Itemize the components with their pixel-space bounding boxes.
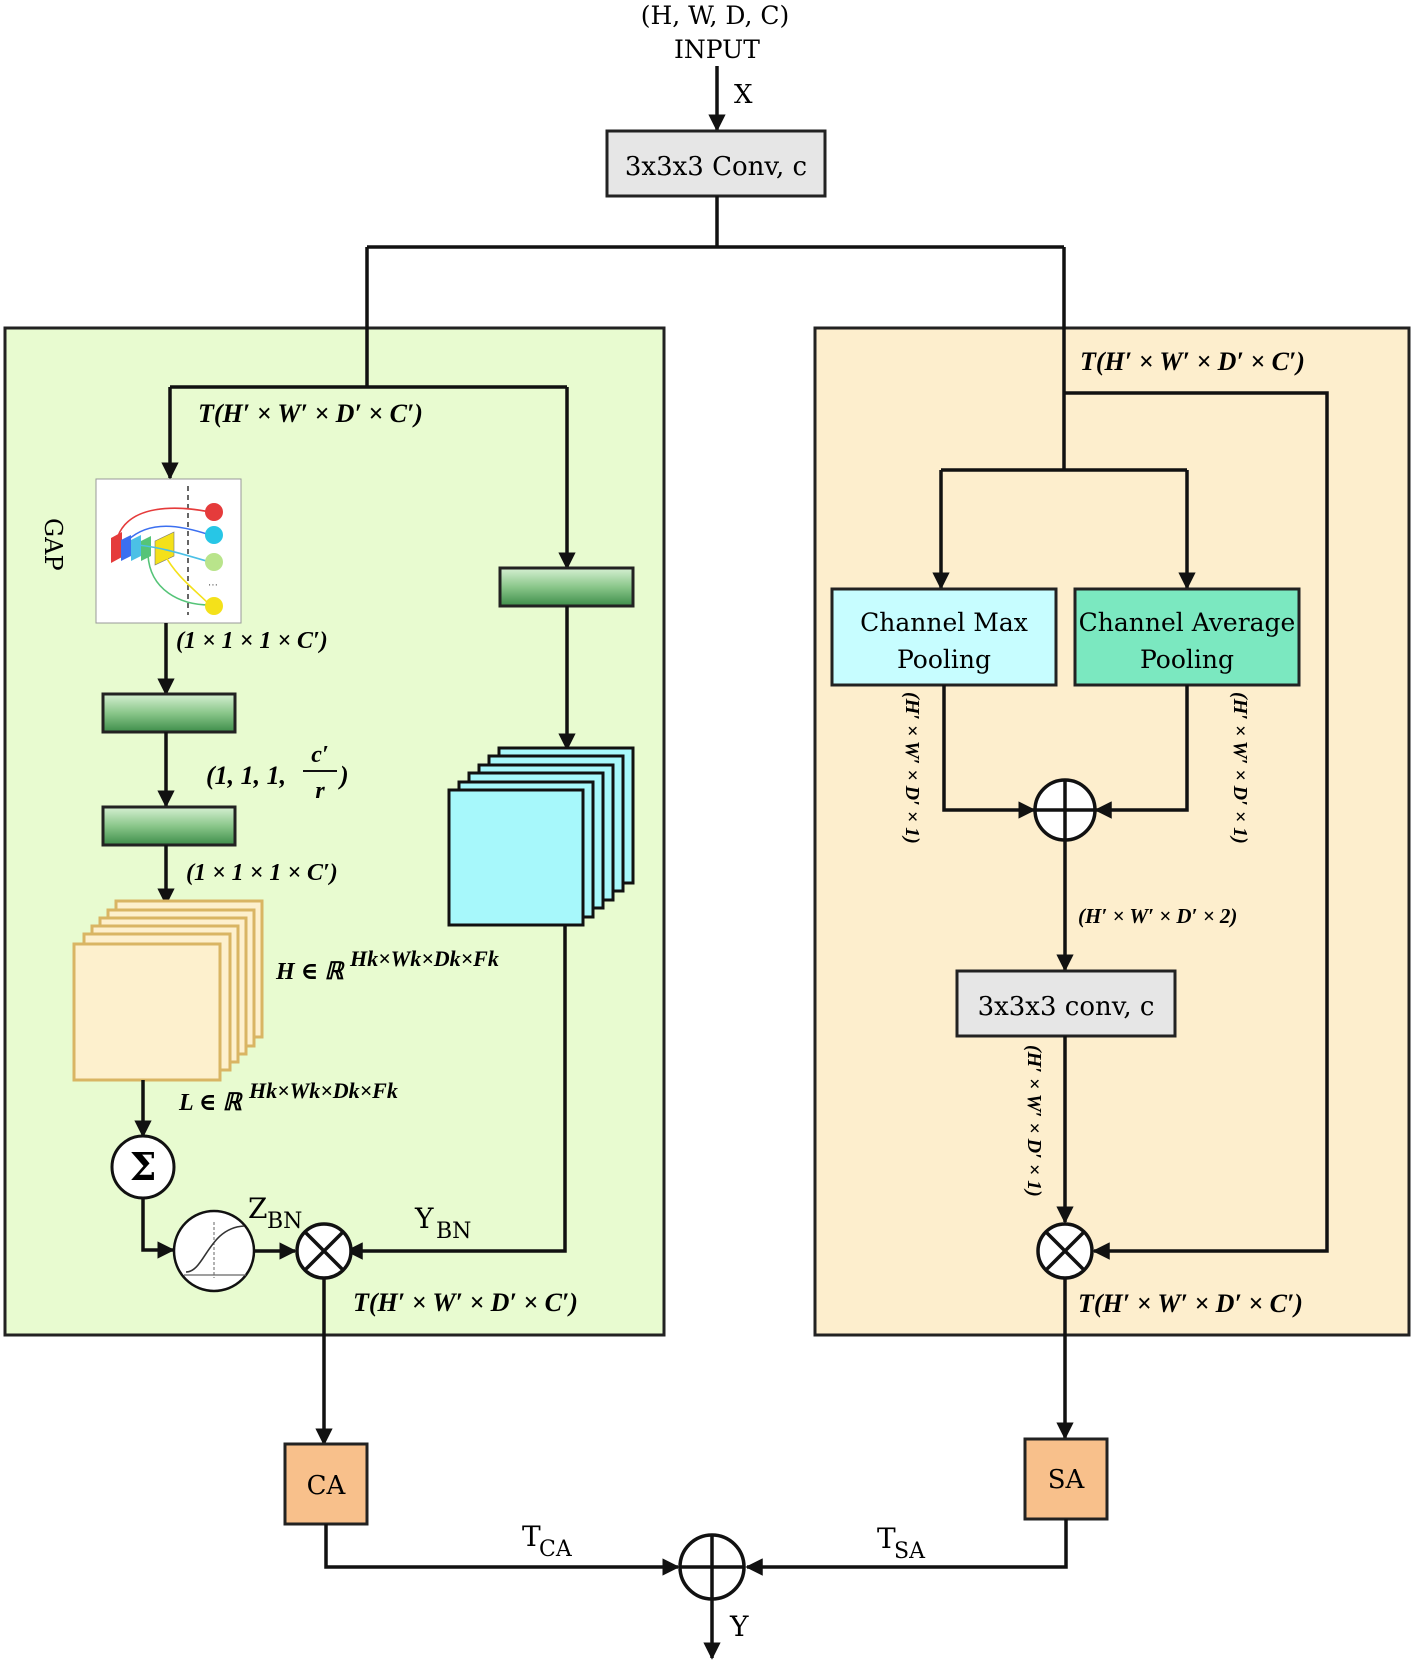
max-out-label: (H′ × W′ × D′ × 1): [901, 692, 923, 844]
fc2-bar: [101, 805, 237, 847]
right-bypass: [1064, 391, 1329, 1260]
arrow-max-to-add: [942, 685, 1036, 819]
sa-label: SA: [1048, 1465, 1086, 1495]
l-space-label: L ∈ ℝ Hk×Wk×Dk×Fk: [178, 1078, 398, 1116]
input-var: X: [734, 80, 753, 110]
output-y: Y: [729, 1610, 749, 1643]
z-main: Z: [248, 1192, 267, 1225]
avg-pool-line2: Pooling: [1140, 645, 1234, 674]
z-bn-label: Z BN: [248, 1192, 302, 1234]
reduced-suffix: ): [338, 761, 349, 790]
ca-label: CA: [307, 1471, 347, 1501]
input-shape: (H, W, D, C): [641, 1, 790, 30]
t-ca-sub: CA: [539, 1537, 573, 1562]
beige-feature-blocks: [72, 899, 264, 1082]
gap-illustration-icon: ⋯: [95, 478, 242, 624]
conv-out-label: (H′ × W′ × D′ × 1): [1023, 1045, 1045, 1197]
y-bn-label: Y BN: [414, 1202, 471, 1244]
gap-label: GAP: [39, 518, 67, 571]
y-sub: BN: [436, 1219, 471, 1244]
l-space: L ∈ ℝ: [178, 1090, 244, 1116]
h-space-label: H ∈ ℝ Hk×Wk×Dk×Fk: [275, 946, 499, 985]
cyan-feature-blocks: [447, 746, 635, 927]
t-sa-main: T: [877, 1522, 896, 1555]
h-exp: Hk×Wk×Dk×Fk: [349, 946, 499, 971]
channel-avg-pool-box: [1073, 587, 1301, 687]
avg-out-label: (H′ × W′ × D′ × 1): [1229, 692, 1251, 844]
max-pool-line1: Channel Max: [860, 608, 1028, 637]
left-t-out: T(H′ × W′ × D′ × C′): [353, 1288, 578, 1317]
t-sa-sub: SA: [894, 1539, 926, 1564]
right-t-in: T(H′ × W′ × D′ × C′): [1080, 347, 1305, 376]
t-ca-main: T: [522, 1520, 541, 1553]
t-sa-label: T SA: [877, 1522, 926, 1564]
right-multiply-node: [1036, 1222, 1094, 1280]
arrow-cyan-to-mult: [345, 925, 567, 1260]
l-exp: Hk×Wk×Dk×Fk: [248, 1078, 398, 1103]
bn-bar: [498, 566, 635, 608]
ca-box: [283, 1442, 369, 1526]
reduced-den: r: [315, 778, 325, 804]
arrow-ca-to-add: [324, 1524, 680, 1576]
fc1-bar: [101, 692, 237, 734]
sa-box: [1023, 1437, 1109, 1521]
arrow-avg-to-add: [1094, 685, 1189, 819]
reduced-label: (1, 1, 1, c′ r ): [206, 742, 349, 804]
final-add-node: [678, 1533, 746, 1601]
right-conv-label: 3x3x3 conv, c: [978, 992, 1155, 1022]
reduced-num: c′: [311, 742, 328, 768]
right-t-out: T(H′ × W′ × D′ × C′): [1078, 1289, 1303, 1318]
left-t-in: T(H′ × W′ × D′ × C′): [198, 399, 423, 428]
right-add-node: [1033, 778, 1097, 842]
right-conv-box: [955, 969, 1177, 1038]
avg-pool-line1: Channel Average: [1079, 608, 1296, 637]
left-multiply-node: [295, 1222, 353, 1280]
reduced-prefix: (1, 1, 1,: [206, 761, 286, 790]
t-ca-label: T CA: [522, 1520, 573, 1562]
right-panel: [813, 326, 1411, 1337]
fc-out-label: (1 × 1 × 1 × C′): [186, 860, 338, 886]
z-sub: BN: [267, 1209, 302, 1234]
sigmoid-icon: [172, 1209, 256, 1293]
sum-symbol: Σ: [130, 1144, 157, 1189]
max-pool-line2: Pooling: [897, 645, 991, 674]
gap-out-label: (1 × 1 × 1 × C′): [176, 628, 328, 654]
concat-out-label: (H′ × W′ × D′ × 2): [1078, 904, 1237, 928]
h-space: H ∈ ℝ: [275, 959, 345, 985]
y-main: Y: [414, 1202, 434, 1235]
svg-text:⋯: ⋯: [208, 580, 218, 591]
arrow-sum-to-sigmoid: [141, 1198, 175, 1259]
input-label: INPUT: [674, 35, 760, 64]
arrow-sa-to-add: [745, 1519, 1068, 1576]
conv-top-label: 3x3x3 Conv, c: [625, 152, 807, 182]
